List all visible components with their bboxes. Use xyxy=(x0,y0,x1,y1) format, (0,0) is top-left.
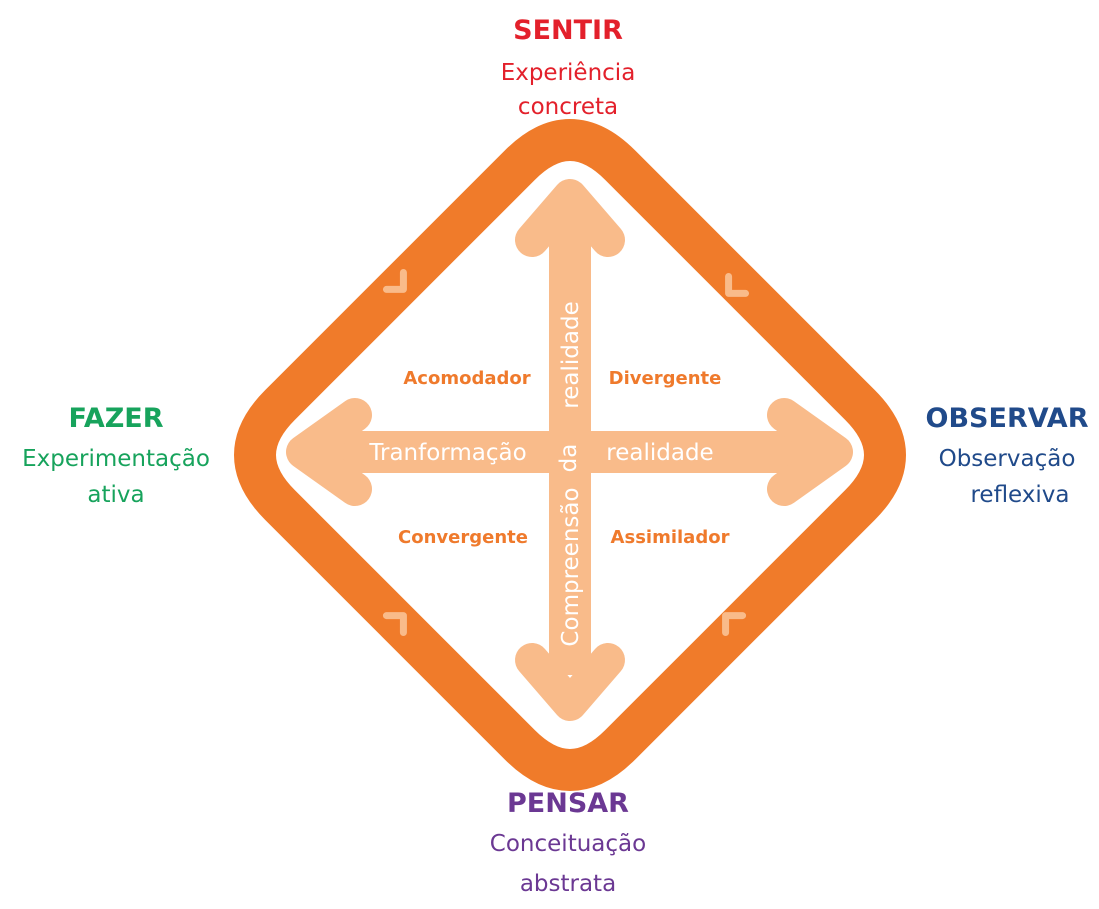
axis-label-realidade-horizontal: realidade xyxy=(606,440,713,466)
pole-observar-line1: Observação xyxy=(939,446,1076,472)
pole-sentir-line1: Experiência xyxy=(501,60,636,86)
axis-label-tranformacao: Tranformação xyxy=(368,440,526,466)
axis-label-realidade-vertical: realidade xyxy=(558,301,584,408)
pole-observar: OBSERVAR Observação reflexiva xyxy=(926,403,1089,508)
pole-sentir-line2: concreta xyxy=(518,94,618,120)
quadrant-convergente: Convergente xyxy=(398,527,528,548)
pole-pensar-title: PENSAR xyxy=(507,788,629,819)
pole-pensar-line2: abstrata xyxy=(520,871,616,897)
pole-fazer-line2: ativa xyxy=(87,482,144,508)
cycle-chevron-top-right-icon xyxy=(725,272,750,297)
cycle-chevron-bottom-right-icon xyxy=(722,612,747,637)
pole-observar-line2: reflexiva xyxy=(970,482,1069,508)
pole-pensar-line1: Conceituação xyxy=(490,831,646,857)
axis-label-compreensao: Compreensão xyxy=(558,487,584,646)
pole-sentir-title: SENTIR xyxy=(513,15,623,46)
cycle-diamond-ring xyxy=(234,119,906,791)
pole-pensar: PENSAR Conceituação abstrata xyxy=(490,788,646,897)
axis-label-da: da xyxy=(556,444,582,473)
pole-fazer-title: FAZER xyxy=(68,403,163,434)
pole-sentir: SENTIR Experiência concreta xyxy=(501,15,636,120)
pole-fazer-line1: Experimentação xyxy=(22,446,210,472)
pole-fazer: FAZER Experimentação ativa xyxy=(22,403,210,508)
cycle-chevron-top-left-icon xyxy=(382,268,407,293)
vertical-axis-arrow-icon xyxy=(515,179,625,721)
quadrant-assimilador: Assimilador xyxy=(611,527,730,548)
quadrant-divergente: Divergente xyxy=(609,368,722,389)
cycle-chevron-bottom-left-icon xyxy=(382,612,407,637)
quadrant-acomodador: Acomodador xyxy=(403,368,530,389)
pole-observar-title: OBSERVAR xyxy=(926,403,1089,434)
